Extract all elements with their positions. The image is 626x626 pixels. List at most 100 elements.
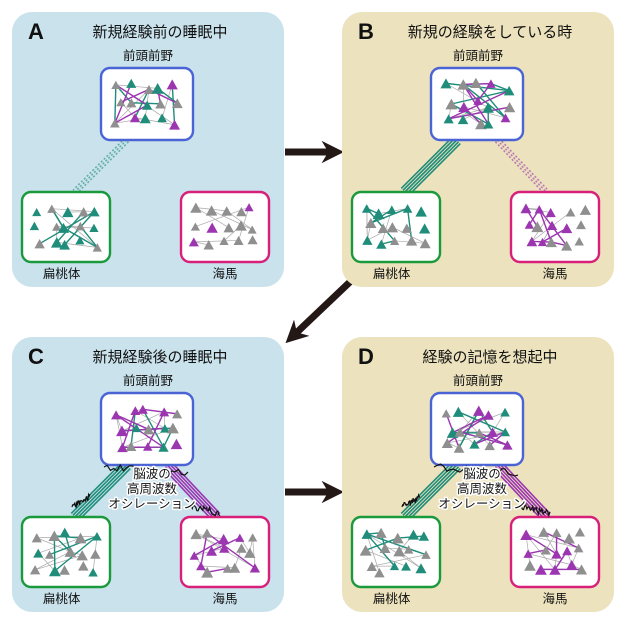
neuron <box>366 561 378 571</box>
oscillation-label: 脳波の <box>463 466 501 481</box>
amygdala-link <box>400 135 461 197</box>
neuron <box>62 206 74 218</box>
neuron <box>418 223 431 234</box>
panel-title: 新規経験前の睡眠中 <box>92 23 227 41</box>
hippocampus-region <box>179 190 271 264</box>
link-strand <box>74 139 128 193</box>
neuron <box>524 220 534 229</box>
neuron <box>573 543 584 553</box>
connection-line <box>193 240 239 243</box>
hippocampus-region <box>509 190 601 264</box>
oscillation-label: 脳波の <box>133 466 171 481</box>
neuron <box>374 567 385 578</box>
connection-line <box>49 535 98 556</box>
neuron <box>166 79 178 90</box>
neuron <box>419 238 431 249</box>
neuron <box>48 565 61 577</box>
link-strand <box>407 142 461 197</box>
oscillation-wave <box>433 463 519 477</box>
neuron <box>359 544 372 556</box>
neuron <box>50 237 63 248</box>
connection-line <box>142 408 165 448</box>
neuron <box>201 528 213 538</box>
oscillation-label: オシレーション <box>438 496 525 511</box>
neuron <box>566 559 578 570</box>
neuron <box>389 561 400 571</box>
neuron <box>458 101 470 112</box>
hippocampus-region <box>179 515 271 589</box>
neuron <box>575 564 588 575</box>
connection-line <box>121 410 136 448</box>
connection-line <box>528 553 572 566</box>
neuron <box>116 98 126 107</box>
neuron <box>563 533 575 544</box>
oscillation-label: 高周波数 <box>127 481 178 496</box>
connection-line <box>526 534 579 549</box>
neuron <box>151 83 164 94</box>
flow-arrow-b-c <box>285 277 355 344</box>
connection-line <box>365 549 407 567</box>
neuron <box>236 543 247 553</box>
neuron <box>520 529 533 540</box>
neuron <box>407 529 420 540</box>
neuron <box>29 221 40 231</box>
neuron <box>59 527 71 538</box>
hippocampus-label: 海馬 <box>212 266 237 281</box>
connection-line <box>525 534 557 555</box>
link-strand <box>166 464 217 518</box>
neuron <box>126 78 137 88</box>
prefrontal-label: 前頭前野 <box>123 373 174 388</box>
link-strand <box>500 461 551 515</box>
link-strand <box>400 135 454 190</box>
neuron <box>457 79 470 90</box>
connection-line <box>451 103 489 125</box>
neuron <box>59 565 70 575</box>
neuron <box>126 98 137 108</box>
amygdala-region <box>20 515 112 589</box>
neuron <box>236 206 247 217</box>
link-strand <box>72 137 126 191</box>
neuron <box>537 237 548 247</box>
neuron <box>74 532 87 544</box>
links <box>72 137 130 195</box>
neuron <box>111 410 122 420</box>
neuron <box>219 543 230 553</box>
neuron <box>574 527 586 537</box>
neuron <box>452 406 464 417</box>
connection-line <box>38 537 81 554</box>
connection-line <box>446 414 489 444</box>
connection-line <box>458 411 506 433</box>
neuron <box>418 531 430 541</box>
neuron <box>189 551 199 560</box>
panel-letter: A <box>28 19 44 44</box>
connection-line <box>211 210 253 230</box>
neuron <box>158 442 169 452</box>
neuron <box>143 442 153 451</box>
connection-line <box>478 432 508 446</box>
neuron <box>190 202 202 213</box>
neuron <box>111 80 121 89</box>
connection-line <box>114 104 148 124</box>
connection-line <box>525 534 556 570</box>
panel-letter: D <box>358 344 374 369</box>
amygdala-region <box>350 190 442 264</box>
neuron <box>415 563 427 574</box>
neuron <box>32 208 42 217</box>
panel-title: 新規経験後の睡眠中 <box>92 348 227 366</box>
neuron <box>453 443 465 453</box>
connection-line <box>452 414 489 434</box>
neuron <box>361 204 372 213</box>
link-strand <box>163 467 214 521</box>
neuron <box>57 222 70 233</box>
neuron <box>475 118 487 130</box>
neuron <box>166 422 179 434</box>
neuron <box>500 427 510 437</box>
link-strand <box>407 467 461 522</box>
neuron <box>160 424 170 433</box>
neuron <box>551 549 562 559</box>
connection-line <box>195 207 229 228</box>
connection-line <box>528 549 546 555</box>
link-strand <box>72 462 126 516</box>
connection-line <box>51 208 98 248</box>
